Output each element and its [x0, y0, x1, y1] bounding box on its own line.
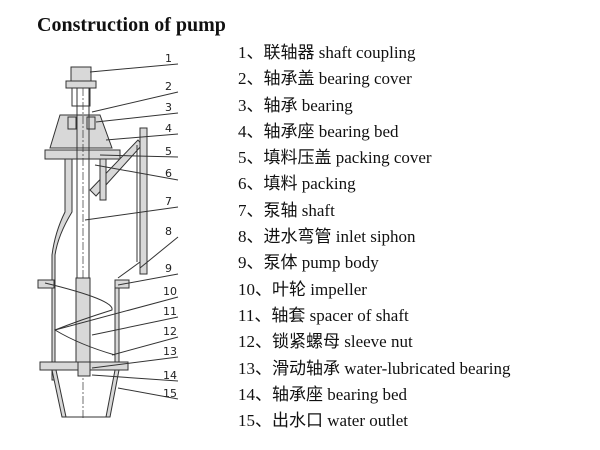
legend-item: 7、泵轴 shaft [238, 200, 335, 220]
impeller [44, 282, 116, 356]
legend-item: 5、填料压盖 packing cover [238, 148, 432, 168]
legend-item: 14、轴承座 bearing bed [238, 384, 408, 404]
svg-text:1: 1 [165, 52, 172, 65]
packing-cover [44, 149, 121, 160]
pump-body [51, 158, 73, 381]
svg-text:4: 4 [165, 122, 172, 135]
svg-text:8: 8 [165, 225, 172, 238]
legend-item: 8、进水弯管 inlet siphon [238, 227, 416, 247]
legend-item: 3、轴承 bearing [238, 95, 353, 115]
legend-item: 15、出水口 water outlet [238, 411, 408, 431]
inlet-siphon [139, 127, 148, 275]
legend-item: 1、联轴器 shaft coupling [238, 43, 416, 62]
leader-lines: 1 2 3 4 5 6 7 8 9 10 11 12 13 14 15 [54, 52, 179, 400]
svg-text:13: 13 [163, 345, 177, 358]
shaft-coupling [70, 66, 92, 82]
svg-text:11: 11 [163, 305, 177, 318]
svg-text:5: 5 [165, 145, 172, 158]
svg-text:6: 6 [165, 167, 172, 180]
svg-text:3: 3 [165, 101, 172, 114]
svg-text:10: 10 [163, 285, 177, 298]
diagram-title: Construction of pump [37, 14, 226, 36]
svg-text:12: 12 [163, 325, 177, 338]
legend-item: 11、轴套 spacer of shaft [238, 305, 409, 325]
svg-text:9: 9 [165, 262, 172, 275]
bearing-cover [49, 114, 113, 149]
svg-text:2: 2 [165, 80, 172, 93]
legend-item: 2、轴承盖 bearing cover [238, 69, 412, 89]
legend-item: 10、叶轮 impeller [238, 279, 367, 299]
water-outlet [51, 369, 67, 418]
svg-text:7: 7 [165, 195, 172, 208]
svg-text:14: 14 [163, 369, 177, 382]
svg-text:15: 15 [163, 387, 177, 400]
legend-item: 12、锁紧螺母 sleeve nut [238, 332, 413, 352]
legend-item: 4、轴承座 bearing bed [238, 121, 399, 141]
legend-item: 9、泵体 pump body [238, 253, 379, 273]
legend-item: 13、滑动轴承 water-lubricated bearing [238, 358, 511, 378]
parts-legend: 1、联轴器 shaft coupling 2、轴承盖 bearing cover… [238, 40, 511, 434]
legend-item: 6、填料 packing [238, 174, 356, 194]
